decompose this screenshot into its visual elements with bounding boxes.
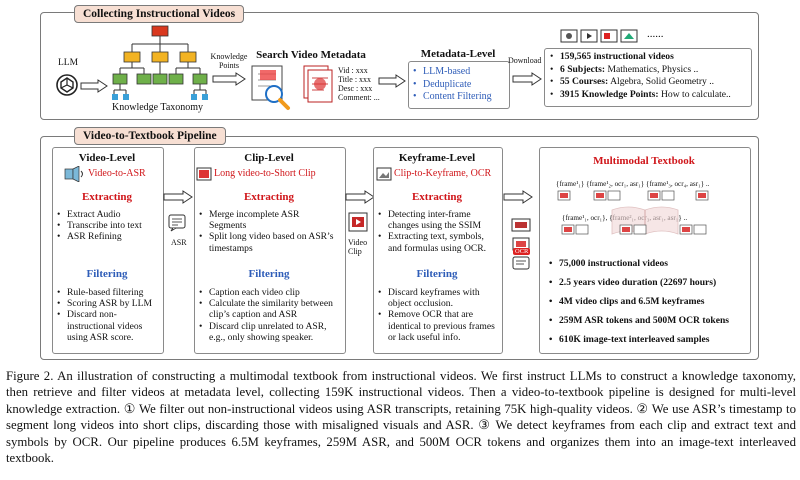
textbook-stat: 610K image-text interleaved samples [548,330,748,349]
video-level-red: Video-to-ASR [88,168,146,179]
textbook-sequence-1: {frame¹₁} {frame¹₂, ocr₁, asr₁} {frame¹₃… [556,180,710,188]
textbook-title: Multimodal Textbook [593,155,695,167]
textbook-stat: 75,000 instructional videos [548,254,748,273]
knowledge-points-label: Knowledge Points [210,52,248,70]
video-level-title: Video-Level [78,152,136,164]
textbook-stat: 2.5 years video duration (22697 hours) [548,273,748,292]
filter-item: Caption each video clip [198,287,342,298]
metadata-item: Deduplicate [412,79,508,92]
downloaded-videos-icons [560,29,638,43]
keyframe-level-filtering: Filtering [416,268,458,280]
keyframe-level-extracting: Extracting [411,191,463,203]
textbook-thumbnails-1 [557,190,709,201]
metadata-comment: Comment: ... [338,93,380,102]
clip-level-filter-list: Caption each video clip Calculate the si… [198,287,342,343]
knowledge-taxonomy-tree [112,25,208,100]
textbook-thumbnails-2 [561,224,707,235]
metadata-item: LLM-based [412,66,508,79]
speaker-icon [64,166,83,182]
image-icon [376,167,392,181]
collecting-title: Collecting Instructional Videos [74,5,245,23]
stat-item: 55 Courses: Algebra, Solid Geometry .. [549,76,751,89]
extract-item: Transcribe into text [56,220,160,231]
metadata-item: Content Filtering [412,91,508,104]
video-level-filtering: Filtering [86,268,128,280]
keyframe-level-title: Keyframe-Level [398,152,476,164]
filter-item: Remove OCR that are identical to previou… [377,309,499,343]
metadata-lines: Vid : xxx Title : xxx Desc : xxx Comment… [338,66,380,102]
filter-item: Discard clip unrelated to ASR, e.g., onl… [198,321,342,343]
clip-level-extracting: Extracting [243,191,295,203]
arrow-clip-keyframe [345,190,375,204]
clip-level-red: Long video-to-Short Clip [214,168,316,179]
textbook-stat: 259M ASR tokens and 500M OCR tokens [548,311,748,330]
asr-label: ASR [171,238,187,247]
asr-doc-icon [168,214,186,232]
stat-item: 159,565 instructional videos [549,51,751,64]
arrow-keyframe-textbook [503,190,533,204]
clip-level-extract-list: Merge incomplete ASR Segments Split long… [198,209,338,254]
arrow-metadata-download [512,72,542,86]
video-level-filter-list: Rule-based filtering Scoring ASR by LLM … [56,287,160,343]
pipeline-title: Video-to-Textbook Pipeline [74,127,226,145]
stat-item: 3915 Knowledge Points: How to calculate.… [549,89,751,102]
ocr-badge: OCR [513,248,531,255]
metadata-doc-icon [303,65,333,103]
clip-level-title: Clip-Level [244,152,294,164]
search-title: Search Video Metadata [256,49,366,61]
filter-item: Rule-based filtering [56,287,160,298]
extract-item: Extract Audio [56,209,160,220]
metadata-level-list: LLM-based Deduplicate Content Filtering [412,66,508,104]
film-icon [196,167,212,181]
metadata-title: Title : xxx [338,75,372,84]
clip-level-filtering: Filtering [248,268,290,280]
video-level-extract-list: Extract Audio Transcribe into text ASR R… [56,209,160,243]
llm-label: LLM [58,58,79,68]
extract-item: Merge incomplete ASR Segments [198,209,338,231]
filter-item: Discard non-instructional videos using A… [56,309,160,343]
extract-item: Extracting text, symbols, and formulas u… [377,231,499,253]
arrow-search-metadata [378,74,406,88]
textbook-stats: 75,000 instructional videos 2.5 years vi… [548,254,748,349]
filter-item: Discard keyframes with object occlusion. [377,287,499,309]
arrow-taxonomy-search [212,72,246,86]
figure-caption: Figure 2. An illustration of constructin… [6,369,796,466]
textbook-stat: 4M video clips and 6.5M keyframes [548,292,748,311]
extract-item: Detecting inter-frame changes using the … [377,209,499,231]
download-label: Download [508,56,542,65]
keyframe-stack-icon [511,218,531,270]
extract-item: ASR Refining [56,231,160,242]
video-level-extracting: Extracting [81,191,133,203]
video-clip-icon [348,212,368,232]
keyframe-level-extract-list: Detecting inter-frame changes using the … [377,209,499,254]
keyframe-level-filter-list: Discard keyframes with object occlusion.… [377,287,499,343]
video-search-icon [251,65,290,110]
video-clip-label: Video Clip [348,238,368,256]
arrow-video-clip [163,190,193,204]
collection-stats: 159,565 instructional videos 6 Subjects:… [549,51,751,101]
keyframe-level-red: Clip-to-Keyframe, OCR [394,168,492,179]
filter-item: Calculate the similarity between clip’s … [198,298,342,320]
llm-icon [56,74,78,96]
filter-item: Scoring ASR by LLM [56,298,160,309]
metadata-vid: Vid : xxx [338,66,368,75]
metadata-desc: Desc : xxx [338,84,373,93]
videos-ellipsis: ...... [647,28,664,40]
taxonomy-label: Knowledge Taxonomy [112,102,204,113]
stat-item: 6 Subjects: Mathematics, Physics .. [549,64,751,77]
arrow-llm-taxonomy [80,79,108,93]
extract-item: Split long video based on ASR’s timestam… [198,231,338,253]
metadata-level-title: Metadata-Level [420,48,496,60]
